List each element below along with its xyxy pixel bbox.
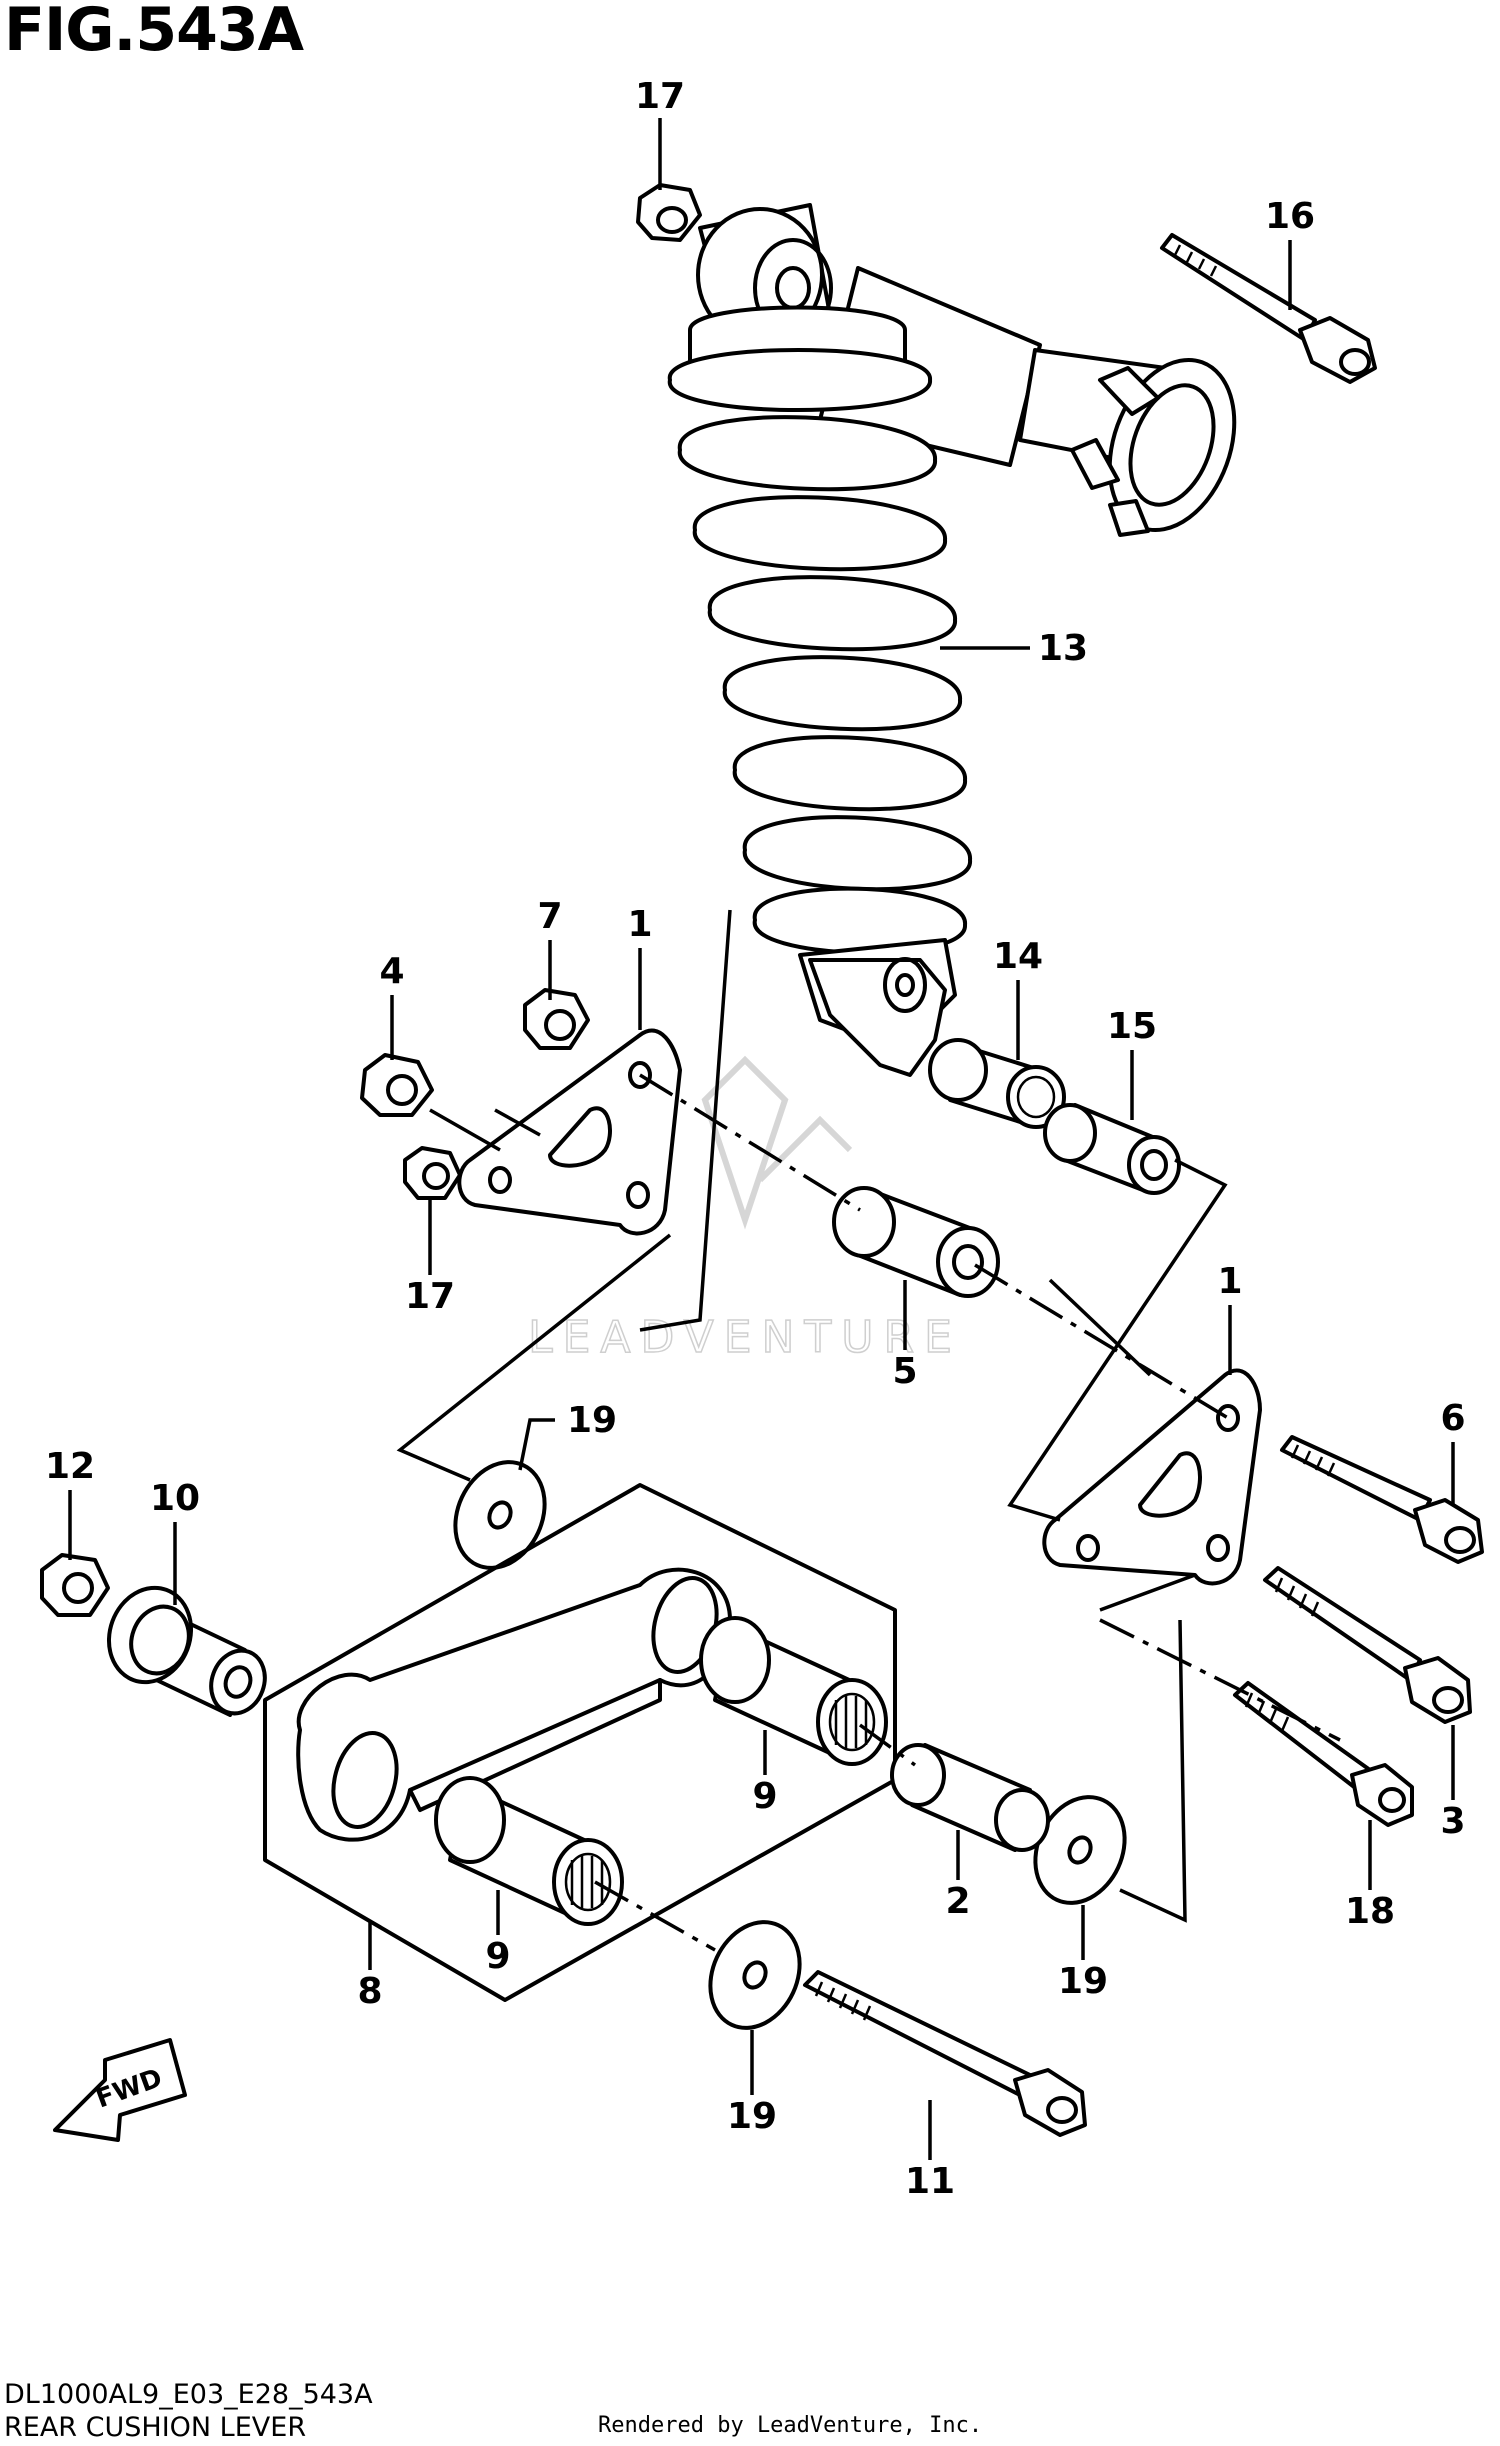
spring-coil-7	[742, 815, 973, 892]
callout-19-lower: 19	[727, 2096, 777, 2137]
callout-6: 6	[1440, 1398, 1465, 1439]
callout-1-lower: 1	[1217, 1261, 1242, 1302]
leader-lines	[68, 118, 1455, 2160]
rear-shock-absorber[interactable]	[667, 203, 1257, 1077]
fwd-arrow-shape	[53, 2038, 187, 2142]
part-17-nut-lower[interactable]	[403, 1146, 462, 1200]
callout-16: 16	[1265, 196, 1315, 237]
part-16-top-bolt[interactable]	[1160, 233, 1377, 384]
part-14-bearing[interactable]	[928, 1038, 1066, 1129]
part-1-upper-plate[interactable]	[457, 1028, 682, 1236]
watermark-text: LEADVENTURE	[528, 1312, 962, 1363]
part-15-collar[interactable]	[1043, 1103, 1181, 1195]
render-credit: Rendered by LeadVenture, Inc.	[598, 2413, 983, 2438]
part-9-bearing-lower[interactable]	[434, 1776, 624, 1926]
part-10-bushing[interactable]	[96, 1576, 273, 1721]
assembly-lines	[396, 909, 1341, 1952]
part-19-washer-upper[interactable]	[439, 1447, 562, 1582]
part-12-nut[interactable]	[40, 1553, 110, 1617]
spring-coil-5	[722, 655, 963, 732]
reservoir-nut-flats	[1070, 366, 1160, 537]
callout-9: 9	[752, 1776, 777, 1817]
spring-coil-2	[677, 415, 938, 492]
spring-coil-8	[752, 886, 968, 955]
spring-coil-1	[667, 348, 933, 412]
figure-title: FIG.543A	[4, 0, 304, 65]
forward-direction-arrow: FWD	[53, 2038, 187, 2142]
callout-14: 14	[993, 936, 1043, 977]
callout-2: 2	[945, 1881, 970, 1922]
part-18-bolt[interactable]	[1233, 1681, 1414, 1827]
callout-5: 5	[892, 1351, 917, 1392]
callout-3: 3	[1440, 1801, 1465, 1842]
callout-19-right: 19	[1058, 1961, 1108, 2002]
part-7-nut[interactable]	[523, 988, 590, 1050]
part-17-top-nut[interactable]	[636, 183, 702, 242]
callout-17: 17	[635, 76, 685, 117]
part-1-lower-plate[interactable]	[1042, 1368, 1262, 1586]
spring-coil-3	[692, 495, 948, 572]
part-19-washer-lower[interactable]	[694, 1907, 817, 2042]
callout-8: 8	[357, 1971, 382, 2012]
part-5-collar[interactable]	[832, 1186, 1000, 1298]
spring-coil-4	[707, 575, 958, 652]
callout-12: 12	[45, 1446, 95, 1487]
part-9-bearing-upper[interactable]	[699, 1616, 888, 1766]
callout-13: 13	[1038, 628, 1088, 669]
callout-19: 19	[567, 1400, 617, 1441]
part-8-cushion-lever[interactable]	[296, 1567, 732, 1842]
callout-4: 4	[379, 951, 404, 992]
callout-18: 18	[1345, 1891, 1395, 1932]
callout-10: 10	[150, 1478, 200, 1519]
callout-numbers: 17 16 13 7 1 4 14 15 17 5 1 19 6 12 10 9…	[45, 76, 1466, 2202]
part-11-bolt[interactable]	[803, 1970, 1087, 2137]
part-4-nut[interactable]	[360, 1053, 434, 1117]
part-6-bolt[interactable]	[1280, 1435, 1484, 1564]
callout-11: 11	[905, 2161, 955, 2202]
watermark: LEADVENTURE	[527, 1055, 962, 1364]
callout-9-lower: 9	[485, 1936, 510, 1977]
part-2-collar[interactable]	[890, 1743, 1050, 1852]
model-code: DL1000AL9_E03_E28_543A	[4, 2379, 373, 2410]
callout-7: 7	[537, 896, 562, 937]
part-3-bolt[interactable]	[1263, 1566, 1472, 1724]
figure-name: REAR CUSHION LEVER	[4, 2412, 307, 2443]
callout-15: 15	[1107, 1006, 1157, 1047]
callout-1: 1	[627, 904, 652, 945]
spring-coil-6	[732, 735, 968, 812]
callout-17-lower: 17	[405, 1276, 455, 1317]
